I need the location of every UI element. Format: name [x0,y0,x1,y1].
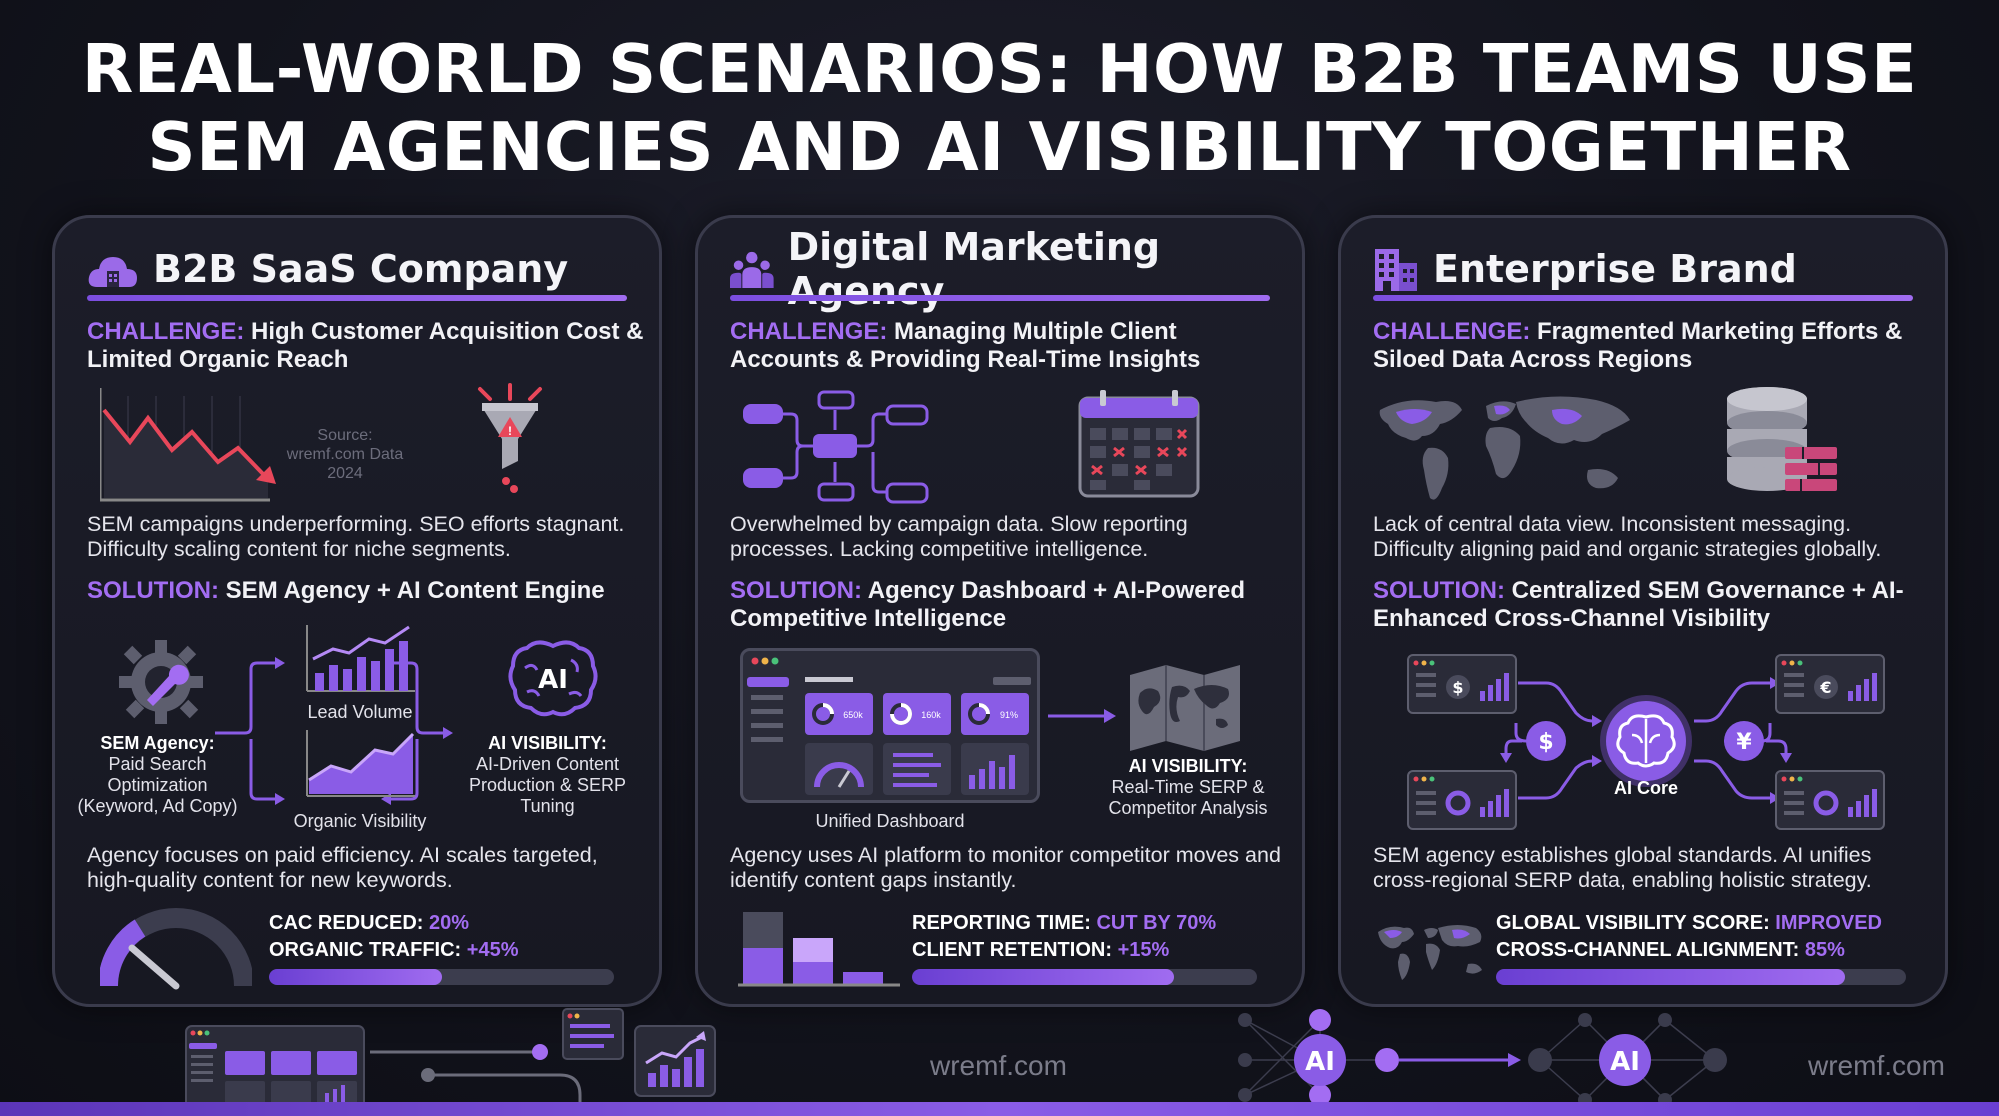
cloud-building-icon [88,257,137,287]
challenge-text: CHALLENGE: Fragmented Marketing Efforts … [1373,318,1903,373]
dashboard-panel-bottom-right [1775,770,1885,830]
ai-brain-icon: AI [508,640,598,717]
progress-fill [912,969,1175,985]
card-b2b-saas: B2B SaaS Company CHALLENGE: High Custome… [52,215,662,1007]
organic-visibility-caption: Organic Visibility [293,811,427,831]
gear-wrench-icon [119,640,203,724]
challenge-description: Overwhelmed by campaign data. Slow repor… [730,512,1188,561]
currency-dollar-node: $ [1538,730,1553,755]
office-building-icon [1375,249,1417,291]
source-note: Source: wremf.com Data 2024 [286,427,404,482]
progress-bar [1496,969,1906,985]
card-divider [87,295,627,301]
footer-report-icon [562,1008,624,1060]
ai-visibility-caption: AI VISIBILITY:Real-Time SERP & Competito… [1108,756,1268,818]
outcome-text: SEM agency establishes global standards.… [1373,843,1872,892]
solution-text: SOLUTION: Centralized SEM Governance + A… [1373,577,1904,632]
challenge-text: CHALLENGE: High Customer Acquisition Cos… [87,318,644,373]
lead-volume-caption: Lead Volume [307,702,413,722]
metrics-block: GLOBAL VISIBILITY SCORE: IMPROVED CROSS-… [1496,912,1882,961]
team-icon [730,251,774,288]
footer-ai-network-illustration: AI AI [1238,1009,1727,1102]
currency-yen-node: ¥ [1736,730,1752,755]
watermark-right: wremf.com [1808,1050,1945,1081]
challenge-description: Lack of central data view. Inconsistent … [1373,512,1882,561]
card-digital-agency: Digital Marketing Agency CHALLENGE: Mana… [695,215,1305,1007]
card-title: Enterprise Brand [1433,247,1797,291]
solution-text: SOLUTION: Agency Dashboard + AI-Powered … [730,577,1245,632]
page-title: REAL-WORLD SCENARIOS: HOW B2B TEAMS USE … [0,30,1999,186]
progress-fill [269,969,442,985]
outcome-text: Agency focuses on paid efficiency. AI sc… [87,843,598,892]
lead-volume-chart-icon [306,625,415,692]
world-map-icon [1379,396,1630,500]
watermark-center: wremf.com [930,1050,1067,1081]
footer-connector-lines [370,1044,582,1102]
card-enterprise-brand: Enterprise Brand CHALLENGE: Fragmented M… [1338,215,1948,1007]
outcome-text: Agency uses AI platform to monitor compe… [730,843,1281,892]
funnel-alert-icon: ! [478,383,542,493]
flow-arrows [215,657,453,805]
title-line-2: SEM AGENCIES AND AI VISIBILITY TOGETHER [147,108,1852,186]
card-header: Digital Marketing Agency [730,225,1302,313]
dashboard-caption: Unified Dashboard [815,811,965,831]
card-title: B2B SaaS Company [153,247,569,291]
workflow-diagram-icon [743,390,929,504]
currency-euro: € [1819,678,1831,697]
dashboard-panel-top-left: $ [1407,654,1517,714]
ai-core-caption: AI Core [1613,778,1678,798]
challenge-description: SEM campaigns underperforming. SEO effor… [87,512,625,561]
progress-bar [912,969,1257,985]
dashboard-tile-1: 650k [843,710,863,720]
card-title: Digital Marketing Agency [787,225,1161,313]
progress-fill [1496,969,1845,985]
solution-text: SOLUTION: SEM Agency + AI Content Engine [87,577,605,604]
card-header: B2B SaaS Company [87,240,568,298]
card-header: Enterprise Brand [1373,240,1797,298]
dashboard-tile-2: 160k [921,710,941,720]
unified-dashboard-illustration: 650k 160k 91% [740,648,1040,803]
title-line-1: REAL-WORLD SCENARIOS: HOW B2B TEAMS USE [81,30,1918,108]
gauge-icon [100,908,252,990]
metrics-block: CAC REDUCED: 20% ORGANIC TRAFFIC: +45% [269,912,519,961]
card-divider [1373,295,1913,301]
ai-node-2: AI [1610,1047,1640,1077]
ai-node-1: AI [1305,1047,1335,1077]
declining-chart-illustration [100,388,276,502]
ai-core-hub-diagram: $ € $ ¥ $ [1407,654,1885,830]
bar-chart-icon [738,912,900,987]
challenge-text: CHALLENGE: Managing Multiple Client Acco… [730,318,1201,373]
dashboard-tile-3: 91% [1000,710,1018,720]
svg-text:!: ! [508,424,512,438]
database-alert-icon [1727,387,1837,491]
ai-visibility-caption: AI VISIBILITY:AI-Driven Content Producti… [468,733,627,816]
world-map-icon [1130,665,1240,751]
arrow-right-icon [1048,709,1116,723]
card-divider [730,295,1270,301]
sem-agency-caption: SEM Agency:Paid Search Optimization (Key… [77,733,238,816]
organic-visibility-chart-icon [306,730,415,797]
dashboard-panel-top-right: € [1775,654,1885,714]
mini-world-map-icon [1378,925,1482,980]
ai-badge-text: AI [538,665,568,695]
bottom-accent-strip [0,1102,1999,1116]
calendar-icon [1078,390,1200,498]
svg-text:$: $ [1452,678,1463,697]
footer-growth-chart-icon [634,1025,716,1097]
metrics-block: REPORTING TIME: CUT BY 70% CLIENT RETENT… [912,912,1217,961]
footer-dashboard-illustration [185,1025,365,1105]
dashboard-panel-bottom-left [1407,770,1517,830]
progress-bar [269,969,614,985]
